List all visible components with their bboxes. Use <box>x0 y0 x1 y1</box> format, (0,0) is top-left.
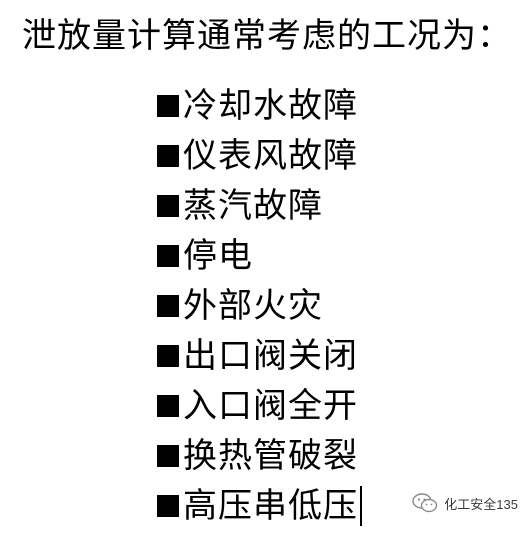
list-item: 出口阀关闭 <box>157 331 362 381</box>
page-title: 泄放量计算通常考虑的工况为： <box>22 16 512 56</box>
list-item-text: 外部火灾 <box>183 286 323 326</box>
list-item-text: 仪表风故障 <box>183 136 358 176</box>
list-item-text: 入口阀全开 <box>183 386 358 426</box>
list-item: 换热管破裂 <box>157 431 362 481</box>
list-item: 冷却水故障 <box>157 81 362 131</box>
list-item-text: 蒸汽故障 <box>183 186 323 226</box>
wechat-icon <box>412 493 438 513</box>
list-item: 外部火灾 <box>157 281 362 331</box>
watermark: 化工安全135 <box>412 493 518 513</box>
list-item: 仪表风故障 <box>157 131 362 181</box>
square-bullet-icon <box>157 445 179 467</box>
square-bullet-icon <box>157 495 179 517</box>
list-item-text: 停电 <box>183 236 253 276</box>
square-bullet-icon <box>157 95 179 117</box>
list-item-text: 冷却水故障 <box>183 86 358 126</box>
conditions-list: 冷却水故障 仪表风故障 蒸汽故障 停电 外部火灾 出口阀关闭 入口阀全开 换热管… <box>157 81 362 531</box>
watermark-text: 化工安全135 <box>444 496 518 512</box>
list-item: 入口阀全开 <box>157 381 362 431</box>
list-item-text: 高压串低压 <box>183 486 358 526</box>
square-bullet-icon <box>157 395 179 417</box>
list-item-text: 换热管破裂 <box>183 436 358 476</box>
list-item: 高压串低压 <box>157 481 362 531</box>
list-item: 停电 <box>157 231 362 281</box>
square-bullet-icon <box>157 345 179 367</box>
square-bullet-icon <box>157 295 179 317</box>
list-item: 蒸汽故障 <box>157 181 362 231</box>
square-bullet-icon <box>157 195 179 217</box>
square-bullet-icon <box>157 145 179 167</box>
text-cursor <box>360 486 362 526</box>
list-item-text: 出口阀关闭 <box>183 336 358 376</box>
square-bullet-icon <box>157 245 179 267</box>
